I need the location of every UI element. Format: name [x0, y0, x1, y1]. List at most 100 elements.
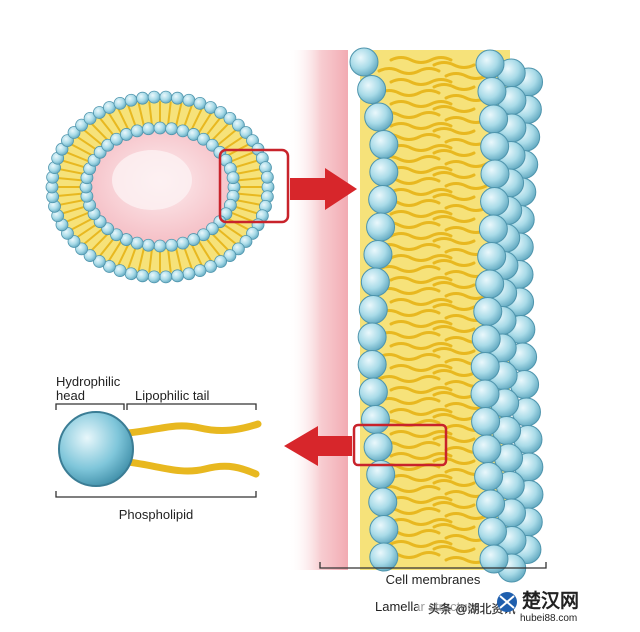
lipid-tail	[99, 236, 116, 257]
lipid-head	[130, 236, 144, 250]
lipid-tail	[444, 204, 488, 212]
lipid-head	[369, 542, 399, 572]
lipid-head	[142, 122, 155, 136]
lipid-tail	[211, 232, 230, 252]
lipid-head	[204, 260, 217, 273]
head-bracket	[55, 403, 125, 410]
lipid-tail	[389, 276, 453, 284]
lipid-head	[205, 222, 219, 236]
phospholipid-tail-upper	[124, 420, 262, 437]
lipid-tail	[432, 237, 476, 245]
lipid-head	[165, 238, 178, 252]
lipid-head	[204, 101, 217, 114]
lipid-head	[475, 269, 505, 299]
lipid-tail	[389, 144, 453, 152]
lipid-head	[159, 270, 173, 284]
lipid-tail	[432, 105, 476, 113]
lipid-tail	[183, 245, 193, 269]
lipid-head	[101, 138, 115, 152]
lipid-tail	[167, 101, 172, 126]
lipid-tail	[389, 364, 453, 372]
lipid-tail	[389, 540, 453, 548]
lipid-tail	[211, 122, 230, 142]
arrow-right-icon	[290, 168, 357, 210]
lipid-tail	[389, 188, 453, 196]
lipid-head	[477, 517, 507, 546]
lipid-tail	[83, 228, 104, 245]
lipid-tail	[167, 248, 172, 273]
lipid-head	[92, 106, 106, 119]
lipid-tail	[432, 127, 476, 135]
lipid-tail	[432, 479, 476, 487]
lipid-head	[75, 118, 88, 132]
lipid-tail	[83, 129, 104, 146]
lipid-tail	[117, 243, 130, 266]
lipid-tail	[226, 217, 250, 231]
lipid-tail	[377, 67, 441, 75]
lipid-tail	[432, 545, 476, 553]
lipid-tail	[59, 168, 85, 175]
lipid-tail	[389, 474, 453, 482]
phospholipid-head	[58, 411, 134, 487]
lipid-tail	[377, 89, 441, 97]
phospholipid-detail	[58, 411, 262, 487]
lipid-head	[368, 185, 398, 214]
lipid-head	[369, 515, 399, 544]
lipid-tail	[137, 102, 145, 127]
lipid-tail	[190, 243, 203, 266]
membrane-bracket	[319, 562, 547, 569]
lipid-tail	[57, 192, 84, 197]
lipid-tail	[432, 413, 476, 421]
lipid-head	[103, 101, 116, 114]
phospholipid-bracket	[55, 491, 257, 498]
lipid-tail	[70, 143, 94, 157]
lipid-tail	[175, 102, 183, 127]
lipid-tail	[175, 247, 183, 272]
lipid-tail	[377, 243, 441, 251]
lipid-head	[142, 238, 155, 252]
lipid-tail	[377, 485, 441, 493]
liposome-zoom-box	[218, 148, 290, 224]
phospholipid-label: Phospholipid	[119, 507, 193, 522]
liposome-vesicle	[45, 90, 275, 284]
lipid-head	[153, 121, 167, 135]
lipid-tail	[377, 287, 441, 295]
lipid-tail	[432, 523, 476, 531]
lipid-tail	[432, 193, 476, 201]
lipid-tail	[389, 518, 453, 526]
lipid-head	[232, 242, 245, 256]
hydrophilic-label-2: head	[56, 388, 85, 403]
lipid-tail	[99, 117, 116, 138]
lipid-tail	[216, 228, 237, 245]
lipid-tail	[137, 247, 145, 272]
lipid-tail	[432, 391, 476, 399]
lipid-tail	[444, 72, 488, 80]
lipid-tail	[432, 369, 476, 377]
lipid-head	[477, 77, 507, 106]
lipid-tail	[444, 138, 488, 146]
lipid-tail	[90, 232, 109, 252]
lipid-head	[110, 228, 123, 242]
lipid-tail	[59, 199, 85, 206]
lipid-head	[187, 233, 200, 246]
lipid-head	[113, 96, 127, 110]
lipid-tail	[230, 151, 255, 163]
lipid-head	[363, 240, 393, 269]
lipid-tail	[432, 347, 476, 355]
logo-icon	[497, 592, 517, 612]
lipid-tail	[389, 210, 453, 218]
lipid-head	[176, 124, 190, 138]
lipid-tail	[235, 168, 261, 175]
lipid-tail	[117, 108, 130, 131]
lipid-head	[130, 124, 144, 138]
lipid-tail	[389, 122, 453, 130]
lipid-head	[103, 260, 116, 273]
lipid-head	[364, 102, 394, 132]
lipid-head	[476, 489, 506, 519]
lipid-tail	[377, 331, 441, 339]
watermark-source: 头条 @湖北资讯	[428, 601, 516, 616]
arrow-left-icon	[284, 426, 352, 466]
lipid-head	[197, 132, 210, 146]
cell-membranes-label: Cell membranes	[386, 572, 481, 587]
lipid-tail	[444, 94, 488, 102]
